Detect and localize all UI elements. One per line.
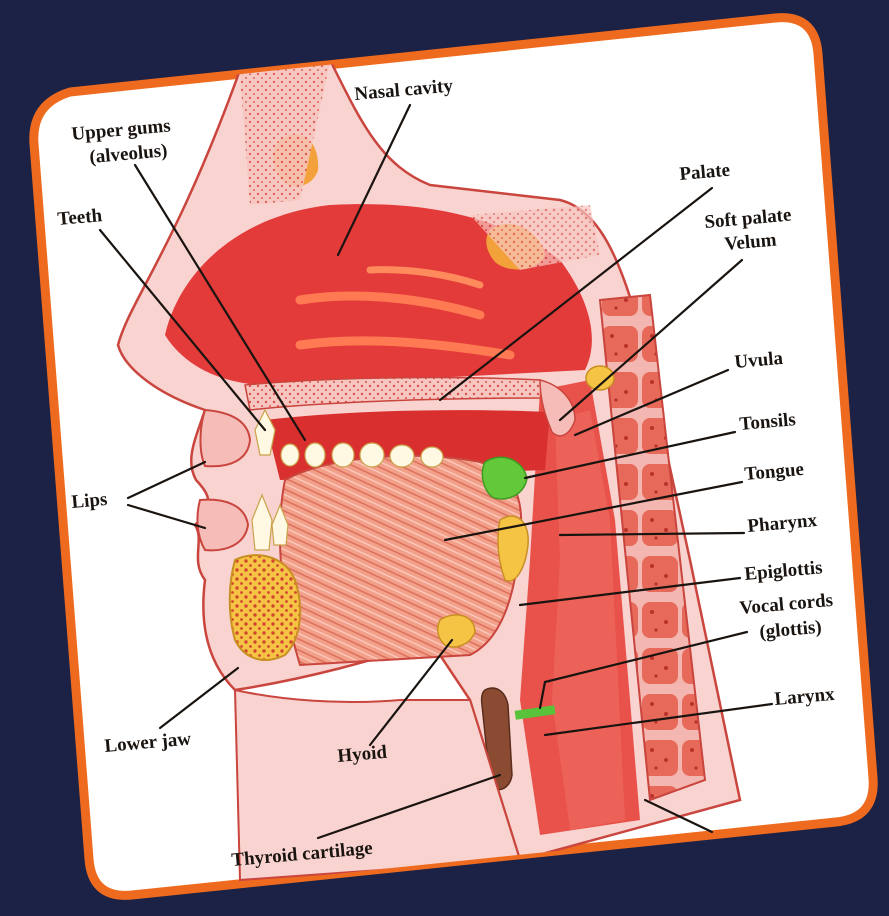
label-uvula: Uvula: [734, 348, 785, 373]
label-hyoid: Hyoid: [337, 742, 389, 767]
mandible-bone: [230, 555, 300, 660]
label-palate: Palate: [679, 160, 731, 185]
label-lips: Lips: [71, 489, 109, 513]
label-teeth: Teeth: [57, 205, 104, 230]
adenoid-spot: [586, 366, 614, 390]
